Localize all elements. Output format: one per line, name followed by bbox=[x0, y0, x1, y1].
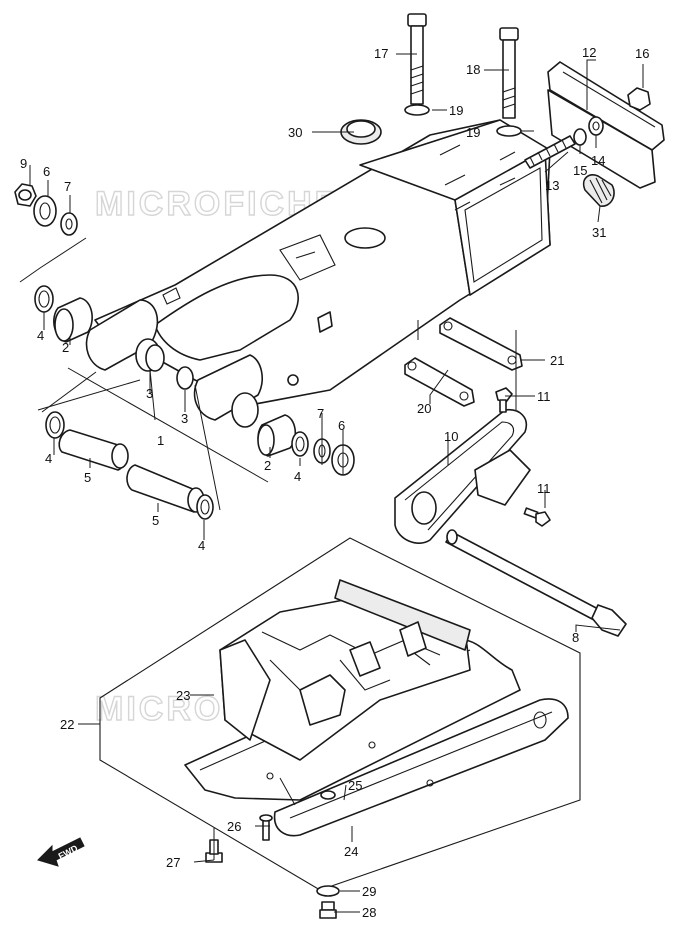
callout-15: 15 bbox=[573, 163, 587, 178]
bolt-17 bbox=[404, 13, 430, 116]
callout-3a: 3 bbox=[146, 386, 153, 401]
callout-21: 21 bbox=[550, 353, 564, 368]
pin-26 bbox=[259, 814, 273, 841]
sleeve-5-upper bbox=[58, 429, 129, 471]
callout-23: 23 bbox=[176, 688, 190, 703]
callout-3b: 3 bbox=[181, 411, 188, 426]
callout-4b: 4 bbox=[45, 451, 52, 466]
washer-15 bbox=[573, 128, 587, 146]
callout-9: 9 bbox=[20, 156, 27, 171]
callout-17: 17 bbox=[374, 46, 388, 61]
nut-washer-stack-left bbox=[14, 183, 78, 236]
group-box-22 bbox=[99, 537, 581, 891]
sleeve-5-lower bbox=[126, 464, 205, 513]
seal-4d bbox=[291, 431, 309, 457]
callout-18: 18 bbox=[466, 62, 480, 77]
bolt-11-upper bbox=[495, 387, 513, 413]
leader-lines bbox=[19, 53, 644, 913]
seal-4c bbox=[196, 494, 214, 520]
callouts: 1 2 2 3 3 4 4 4 4 5 5 6 6 7 7 8 9 10 11 … bbox=[20, 45, 649, 920]
callout-28: 28 bbox=[362, 905, 376, 920]
axle-8 bbox=[445, 529, 627, 637]
callout-13: 13 bbox=[545, 178, 559, 193]
fwd-arrow-icon: FWD bbox=[37, 837, 85, 867]
bolt-18 bbox=[496, 27, 522, 137]
callout-11a: 11 bbox=[537, 389, 551, 404]
nut-16 bbox=[627, 87, 651, 111]
adjuster-12 bbox=[547, 61, 665, 189]
callout-14: 14 bbox=[591, 153, 605, 168]
bolt-28 bbox=[319, 901, 337, 919]
callout-7b: 7 bbox=[317, 406, 324, 421]
callout-4a: 4 bbox=[37, 328, 44, 343]
bracket-10 bbox=[394, 408, 531, 544]
callout-2a: 2 bbox=[62, 340, 69, 355]
callout-12: 12 bbox=[582, 45, 596, 60]
callout-8: 8 bbox=[572, 630, 579, 645]
plate-21 bbox=[439, 317, 523, 371]
callout-24: 24 bbox=[344, 844, 358, 859]
swingarm-drawing bbox=[53, 119, 551, 457]
guard-23 bbox=[219, 579, 471, 761]
stud-13 bbox=[524, 135, 576, 169]
callout-27: 27 bbox=[166, 855, 180, 870]
callout-2b: 2 bbox=[264, 458, 271, 473]
callout-4d: 4 bbox=[294, 469, 301, 484]
seal-4b bbox=[45, 411, 65, 439]
callout-19b: 19 bbox=[466, 125, 480, 140]
seal-4a bbox=[34, 285, 54, 313]
boot-31 bbox=[582, 174, 615, 207]
callout-5a: 5 bbox=[84, 470, 91, 485]
callout-19a: 19 bbox=[449, 103, 463, 118]
callout-30: 30 bbox=[288, 125, 302, 140]
callout-20: 20 bbox=[417, 401, 431, 416]
plug-30 bbox=[340, 119, 382, 145]
bolt-11-lower bbox=[523, 507, 551, 527]
callout-26: 26 bbox=[227, 819, 241, 834]
callout-22: 22 bbox=[60, 717, 74, 732]
callout-4c: 4 bbox=[198, 538, 205, 553]
callout-31: 31 bbox=[592, 225, 606, 240]
callout-25: 25 bbox=[348, 778, 362, 793]
washer-14 bbox=[588, 116, 604, 136]
callout-10: 10 bbox=[444, 429, 458, 444]
callout-11b: 11 bbox=[537, 481, 551, 496]
callout-6b: 6 bbox=[338, 418, 345, 433]
washer-29 bbox=[316, 885, 340, 897]
callout-5b: 5 bbox=[152, 513, 159, 528]
grommet-25 bbox=[320, 790, 336, 800]
callout-29: 29 bbox=[362, 884, 376, 899]
callout-1: 1 bbox=[157, 433, 164, 448]
callout-16: 16 bbox=[635, 46, 649, 61]
callout-6a: 6 bbox=[43, 164, 50, 179]
callout-7a: 7 bbox=[64, 179, 71, 194]
